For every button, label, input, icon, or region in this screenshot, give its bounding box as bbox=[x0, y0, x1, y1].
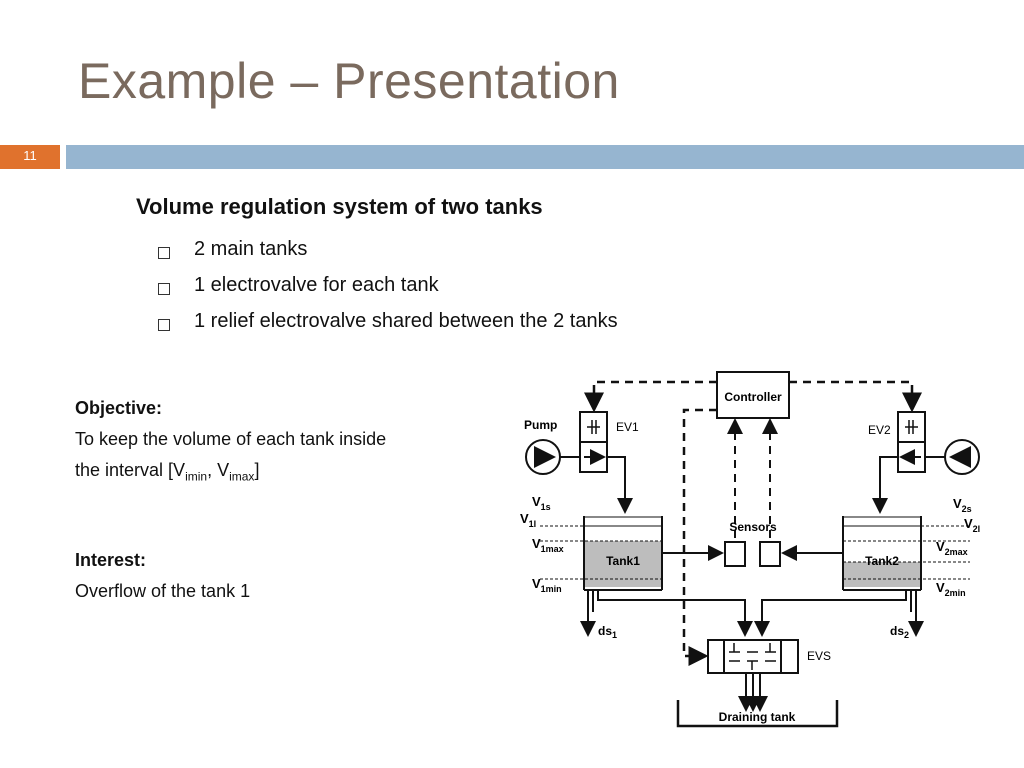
v2l-label: V2l bbox=[964, 516, 980, 534]
objective-label: Objective: bbox=[75, 398, 163, 418]
controller-label: Controller bbox=[724, 390, 782, 404]
tank1-label: Tank1 bbox=[606, 554, 640, 568]
control-line-evs bbox=[682, 408, 717, 666]
title-band bbox=[66, 145, 1024, 169]
ev1-pipe bbox=[607, 456, 633, 514]
draining-tank-label: Draining tank bbox=[719, 710, 796, 724]
slide-title: Example – Presentation bbox=[78, 53, 620, 109]
v2max-label: V2max bbox=[936, 539, 968, 557]
v1max-label: V1max bbox=[532, 536, 564, 554]
objective-text: To keep the volume of each tank inside t… bbox=[75, 429, 387, 484]
sensors-label: Sensors bbox=[729, 520, 777, 534]
ev2-label: EV2 bbox=[868, 423, 891, 437]
v2min-label: V2min bbox=[936, 580, 966, 598]
ds1-label: ds1 bbox=[598, 624, 617, 640]
tank2-fill bbox=[843, 562, 921, 587]
sensor-1-box bbox=[724, 541, 746, 567]
bullet-item: 2 main tanks bbox=[158, 238, 618, 274]
pump-label: Pump bbox=[524, 418, 557, 432]
evs-valve bbox=[707, 639, 799, 674]
sensor-2-box bbox=[759, 541, 781, 567]
slide-number: 11 bbox=[0, 145, 60, 169]
draining-tank bbox=[676, 700, 839, 728]
control-line-ev1 bbox=[584, 380, 717, 413]
bullet-list: 2 main tanks 1 electrovalve for each tan… bbox=[158, 238, 618, 346]
interest-label: Interest: bbox=[75, 550, 147, 570]
square-bullet-icon bbox=[158, 247, 170, 259]
ds2-label: ds2 bbox=[890, 624, 909, 640]
v1min-label: V1min bbox=[532, 576, 562, 594]
ev2-pipe bbox=[872, 456, 898, 514]
interest-text: Overflow of the tank 1 bbox=[75, 581, 251, 601]
ev1-label: EV1 bbox=[616, 420, 639, 434]
tank-system-diagram: Controller Pump EV1 EV2 Tank1 V1s V1l V1… bbox=[520, 371, 980, 728]
tank1-to-evs bbox=[597, 590, 753, 637]
control-line-ev2 bbox=[789, 380, 922, 413]
tank2-label: Tank2 bbox=[865, 554, 899, 568]
controller-box bbox=[716, 371, 790, 419]
v2s-label: V2s bbox=[953, 496, 972, 514]
square-bullet-icon bbox=[158, 319, 170, 331]
bullet-item: 1 relief electrovalve shared between the… bbox=[158, 310, 618, 346]
bullet-item: 1 electrovalve for each tank bbox=[158, 274, 618, 310]
v1l-label: V1l bbox=[520, 511, 536, 529]
tank2-to-evs bbox=[754, 590, 907, 637]
evs-label: EVS bbox=[807, 649, 831, 663]
content-heading: Volume regulation system of two tanks bbox=[136, 194, 543, 219]
square-bullet-icon bbox=[158, 283, 170, 295]
v1s-label: V1s bbox=[532, 494, 551, 512]
